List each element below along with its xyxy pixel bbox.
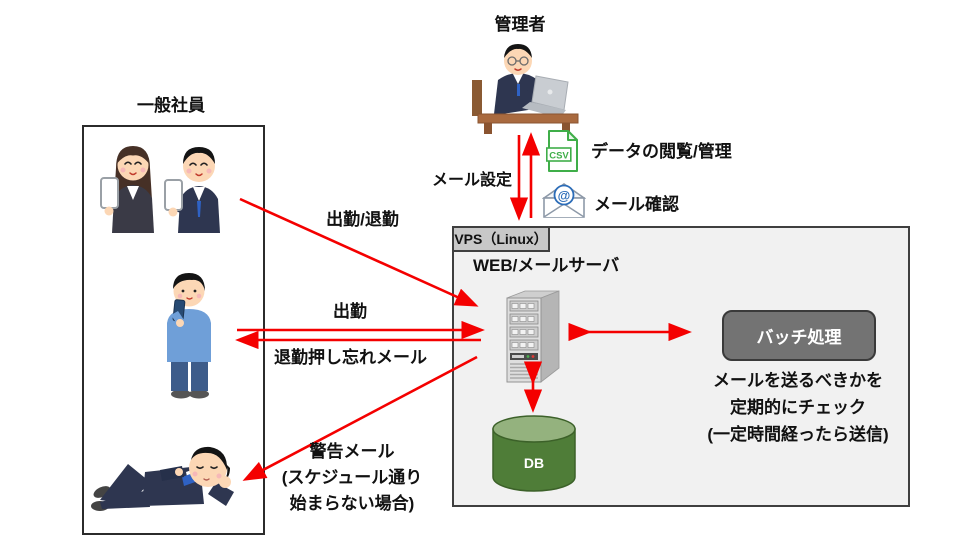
web-mail-server-label: WEB/メールサーバ bbox=[473, 256, 620, 275]
vps-tab-label: VPS（Linux） bbox=[452, 226, 550, 252]
admin-at-desk-illustration bbox=[472, 44, 579, 134]
batch-note-line1: メールを送るべきかを bbox=[713, 371, 883, 390]
employees-pair-with-phones-illustration bbox=[100, 146, 220, 233]
clock-in-label: 出勤 bbox=[333, 302, 367, 321]
batch-note-line3: (一定時間経ったら送信) bbox=[707, 425, 889, 444]
forgot-clock-out-label: 退勤押し忘れメール bbox=[274, 348, 427, 367]
warning-mail-line3: 始まらない場合) bbox=[289, 494, 415, 513]
at-symbol-text: @ bbox=[558, 188, 571, 203]
db-cylinder bbox=[492, 415, 576, 492]
batch-note: メールを送るべきかを 定期的にチェック (一定時間経ったら送信) bbox=[688, 367, 908, 448]
batch-process-label: バッチ処理 bbox=[756, 328, 842, 347]
admin-title: 管理者 bbox=[494, 15, 546, 34]
clock-in-out-label: 出勤/退勤 bbox=[326, 210, 399, 229]
employees-title: 一般社員 bbox=[137, 96, 205, 115]
server-tower-icon bbox=[506, 290, 560, 383]
csv-flow-label: データの閲覧/管理 bbox=[591, 142, 732, 161]
mail-check-label: メール確認 bbox=[594, 195, 679, 214]
csv-file-icon: CSV bbox=[546, 130, 578, 172]
sleeping-employee-illustration bbox=[91, 446, 234, 511]
warning-mail-label: 警告メール (スケジュール通り 始まらない場合) bbox=[262, 439, 442, 517]
email-envelope-icon: @ bbox=[542, 183, 586, 218]
mail-setting-label: メール設定 bbox=[431, 172, 512, 189]
db-label: DB bbox=[523, 455, 545, 471]
csv-icon-text: CSV bbox=[549, 151, 569, 162]
warning-mail-line1: 警告メール bbox=[309, 442, 395, 461]
employee-with-phone-illustration bbox=[167, 273, 211, 399]
batch-note-line2: 定期的にチェック bbox=[730, 398, 866, 417]
warning-mail-line2: (スケジュール通り bbox=[281, 468, 423, 487]
batch-process-box: バッチ処理 bbox=[722, 310, 876, 361]
